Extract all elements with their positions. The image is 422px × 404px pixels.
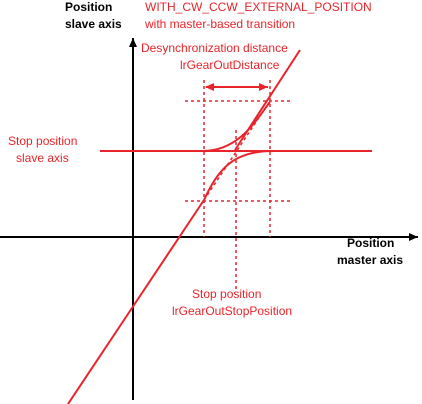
stop-slave-label-line2: slave axis — [16, 151, 69, 165]
title-line2: with master-based transition — [144, 17, 295, 31]
stop-master-label-line1: Stop position — [192, 287, 261, 301]
y-axis-label-line1: Position — [65, 0, 112, 14]
y-axis-label-line2: slave axis — [65, 17, 122, 31]
master-slave-line — [67, 199, 205, 404]
desync-label-line1: Desynchronization distance — [141, 41, 288, 55]
stop-master-label-line2: lrGearOutStopPosition — [172, 304, 292, 318]
desync-label-line2: lrGearOutDistance — [180, 58, 280, 72]
stop-slave-label-line1: Stop position — [8, 134, 77, 148]
x-axis-label-line1: Position — [347, 236, 394, 250]
x-axis-label-line2: master axis — [337, 253, 403, 267]
transition-curve-lower — [203, 150, 271, 201]
transition-curve-upper — [203, 101, 271, 152]
dashed-guides — [185, 80, 290, 290]
title-line1: WITH_CW_CCW_EXTERNAL_POSITION — [145, 0, 372, 14]
